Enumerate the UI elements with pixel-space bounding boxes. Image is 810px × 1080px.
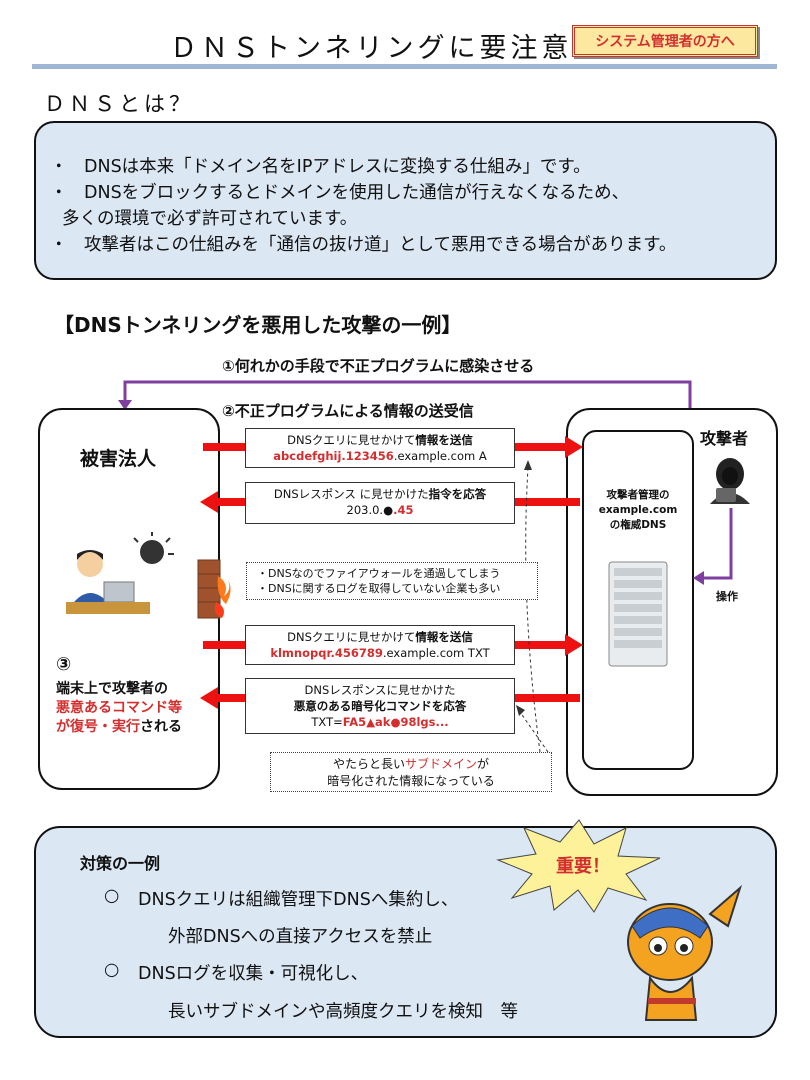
audience-badge: システム管理者の方へ <box>572 25 758 57</box>
msg-text: .example.com A <box>393 449 487 463</box>
msg-text: DNSレスポンスに見せかけた <box>304 683 456 697</box>
msg-text: DNSクエリに見せかけて <box>287 433 416 447</box>
step3-text: 端末上で攻撃者の 悪意あるコマンド等 が復号・実行される <box>56 680 182 737</box>
list-mark: ○ <box>104 886 120 906</box>
step3-line-red: 悪意あるコマンド等 <box>56 700 182 716</box>
countermeasures-heading: 対策の一例 <box>80 854 161 873</box>
note-line: ・DNSなのでファイアウォールを通過してしまう <box>257 567 501 580</box>
msg-text: DNSレスポンス に見せかけた <box>273 487 429 501</box>
bullet-text: 攻撃者はこの仕組みを「通信の抜け道」として悪用できる場合があります。 <box>84 235 677 255</box>
countermeasure-line: 外部DNSへの直接アクセスを禁止 <box>168 927 433 947</box>
msg-text: TXT= <box>311 715 343 729</box>
bullet-text-continued: 多くの環境で必ず許可されています。 <box>62 209 358 229</box>
bullet-dot: ・ <box>50 235 68 255</box>
msg-text: 203.0. <box>346 503 384 517</box>
note-line: ・DNSに関するログを取得していない企業も多い <box>257 582 501 595</box>
attacker-dns-line: 攻撃者管理の <box>606 489 670 501</box>
bullet-dot: ・ <box>50 157 68 177</box>
encrypted-command: FA5▲ak●98lgs... <box>342 715 449 729</box>
countermeasure-line: DNSクエリは組織管理下DNSへ集約し、 <box>138 890 459 910</box>
victim-label: 被害法人 <box>80 448 157 470</box>
header-divider <box>32 64 777 69</box>
note-text: やたらと長い <box>332 757 405 771</box>
bullet-dot: ・ <box>50 183 68 203</box>
msg-text: .example.com TXT <box>382 646 490 660</box>
bullet-text: DNSをブロックするとドメインを使用した通信が行えなくなるため、 <box>84 183 630 203</box>
msg-text-bold: 悪意のある暗号化コマンドを応答 <box>293 699 467 713</box>
important-starburst-icon <box>496 819 661 913</box>
victim-employee-icon <box>66 532 174 614</box>
section-heading-attack-example: 【DNSトンネリングを悪用した攻撃の一例】 <box>54 313 462 337</box>
important-label: 重要！ <box>556 856 610 877</box>
step3-line: 端末上で攻撃者の <box>56 681 168 697</box>
msg-response-1: DNSレスポンス に見せかけた指令を応答 203.0.●.45 <box>245 482 515 524</box>
msg-query-1: DNSクエリに見せかけて情報を送信 abcdefghij.123456.exam… <box>245 428 515 468</box>
firewall-icon <box>197 559 231 619</box>
attacker-dns-line: の権威DNS <box>609 519 667 531</box>
note-text-red: サブドメイン <box>404 757 477 771</box>
countermeasure-line: 長いサブドメインや高頻度クエリを検知 等 <box>168 1002 518 1022</box>
mascot-icon <box>627 884 743 1021</box>
page-title: ＤＮＳトンネリングに要注意！ <box>170 33 604 64</box>
encoded-subdomain: abcdefghij.123456 <box>273 449 394 463</box>
encoded-subdomain: klmnopqr.456789 <box>270 646 383 660</box>
step1-label: ①何れかの手段で不正プログラムに感染させる <box>222 357 535 375</box>
msg-response-2: DNSレスポンスに見せかけた 悪意のある暗号化コマンドを応答 TXT=FA5▲a… <box>245 678 515 734</box>
msg-text-bold: 指令を応答 <box>428 487 487 501</box>
msg-text: ● <box>383 503 394 517</box>
note-text: 暗号化された情報になっている <box>327 774 495 788</box>
attacker-dns-line: example.com <box>598 504 678 516</box>
encoded-value: .45 <box>393 503 414 517</box>
operate-label: 操作 <box>716 590 738 603</box>
step2-label: ②不正プログラムによる情報の送受信 <box>222 402 474 420</box>
section-heading-what-is-dns: ＤＮＳとは？ <box>44 92 194 116</box>
firewall-note: ・DNSなのでファイアウォールを通過してしまう ・DNSに関するログを取得してい… <box>246 562 538 600</box>
msg-query-2: DNSクエリに見せかけて情報を送信 klmnopqr.456789.exampl… <box>245 625 515 665</box>
attacker-dns-label: 攻撃者管理の example.com の権威DNS <box>582 488 694 533</box>
msg-text-bold: 情報を送信 <box>415 630 473 644</box>
step3-line: される <box>140 719 182 735</box>
step3-number: ③ <box>56 654 72 675</box>
countermeasure-line: DNSログを収集・可視化し、 <box>138 964 369 984</box>
bullet-text: DNSは本来「ドメイン名をIPアドレスに変換する仕組み」です。 <box>84 157 591 177</box>
list-mark: ○ <box>104 960 120 980</box>
note-text: が <box>477 757 490 771</box>
what-is-dns-box: ・ DNSは本来「ドメイン名をIPアドレスに変換する仕組み」です。 ・ DNSを… <box>34 121 777 280</box>
msg-text-bold: 情報を送信 <box>415 433 473 447</box>
attacker-label: 攻撃者 <box>700 429 749 448</box>
step3-line-red: が復号・実行 <box>56 719 140 735</box>
server-icon <box>608 561 668 667</box>
hacker-icon <box>710 458 750 504</box>
subdomain-note: やたらと長いサブドメインが 暗号化された情報になっている <box>270 752 552 792</box>
msg-text: DNSクエリに見せかけて <box>287 630 416 644</box>
